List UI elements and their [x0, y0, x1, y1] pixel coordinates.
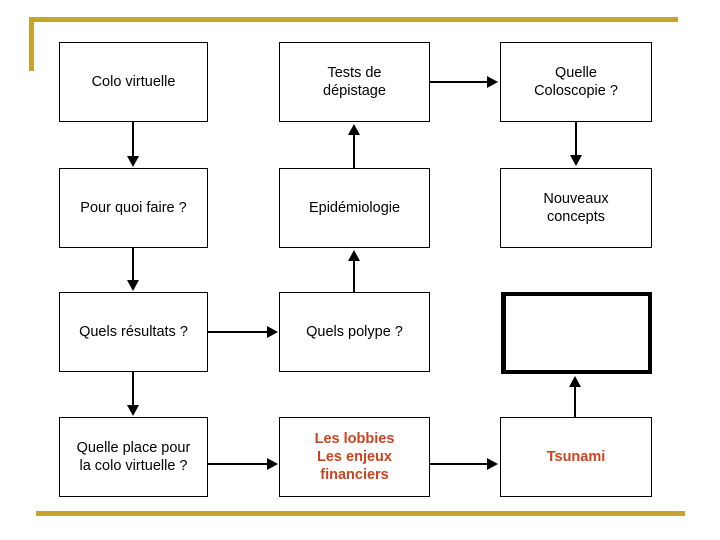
edge-quelle-coloscopie-to-nouveaux-concepts-line [575, 122, 577, 156]
edge-quels-resultats-to-quels-polype-arrowhead [267, 326, 278, 338]
edge-quels-resultats-to-quels-polype-line [208, 331, 268, 333]
edge-quels-resultats-to-quelle-place-arrowhead [127, 405, 139, 416]
node-les-lobbies[interactable]: Les lobbies Les enjeux financiers [279, 417, 430, 497]
node-quelle-place[interactable]: Quelle place pour la colo virtuelle ? [59, 417, 208, 497]
edge-tests-depistage-to-quelle-coloscopie-arrowhead [487, 76, 498, 88]
edge-quelle-coloscopie-to-nouveaux-concepts-arrowhead [570, 155, 582, 166]
edge-quels-polype-to-epidemiologie-arrowhead [348, 250, 360, 261]
edge-quels-resultats-to-quelle-place-line [132, 372, 134, 407]
edge-pour-quoi-faire-to-quels-resultats-arrowhead [127, 280, 139, 291]
node-pour-quoi-faire[interactable]: Pour quoi faire ? [59, 168, 208, 248]
edge-quels-polype-to-epidemiologie-line [353, 260, 355, 292]
node-quels-polype[interactable]: Quels polype ? [279, 292, 430, 372]
edge-epidemiologie-to-tests-depistage-arrowhead [348, 124, 360, 135]
node-colo-virtuelle[interactable]: Colo virtuelle [59, 42, 208, 122]
edge-colo-virtuelle-to-pour-quoi-faire-arrowhead [127, 156, 139, 167]
edge-tsunami-to-empty-emphasis-line [574, 385, 576, 417]
gold-rule-top-horizontal [29, 17, 678, 22]
node-epidemiologie[interactable]: Epidémiologie [279, 168, 430, 248]
edge-tsunami-to-empty-emphasis-arrowhead [569, 376, 581, 387]
edge-pour-quoi-faire-to-quels-resultats-line [132, 248, 134, 282]
edge-tests-depistage-to-quelle-coloscopie-line [430, 81, 488, 83]
edge-colo-virtuelle-to-pour-quoi-faire-line [132, 122, 134, 158]
edge-quelle-place-to-les-lobbies-line [208, 463, 268, 465]
node-quelle-coloscopie[interactable]: Quelle Coloscopie ? [500, 42, 652, 122]
gold-rule-top-vertical [29, 17, 34, 71]
node-quels-resultats[interactable]: Quels résultats ? [59, 292, 208, 372]
node-tests-depistage[interactable]: Tests de dépistage [279, 42, 430, 122]
edge-les-lobbies-to-tsunami-line [430, 463, 488, 465]
node-tsunami[interactable]: Tsunami [500, 417, 652, 497]
node-empty-emphasis[interactable] [501, 292, 652, 374]
edge-les-lobbies-to-tsunami-arrowhead [487, 458, 498, 470]
node-nouveaux-concepts[interactable]: Nouveaux concepts [500, 168, 652, 248]
gold-rule-bottom-horizontal [36, 511, 685, 516]
edge-quelle-place-to-les-lobbies-arrowhead [267, 458, 278, 470]
edge-epidemiologie-to-tests-depistage-line [353, 134, 355, 168]
